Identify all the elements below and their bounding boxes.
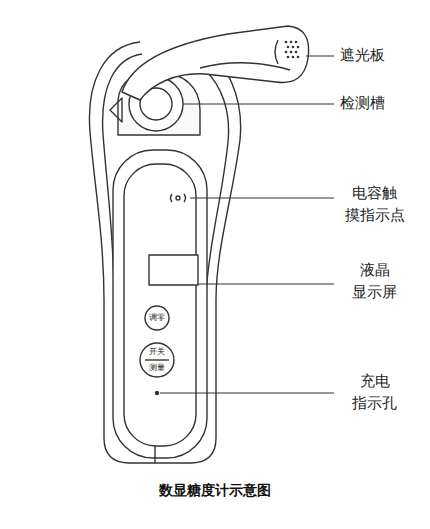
part-label: 检测槽 bbox=[340, 93, 385, 115]
flap-dot bbox=[287, 46, 290, 49]
figure-caption: 数显糖度计示意图 bbox=[0, 482, 430, 500]
leader-line bbox=[160, 393, 334, 394]
housing-outline bbox=[89, 42, 240, 463]
part-label: 充电 指示孔 bbox=[340, 371, 409, 415]
touch-point bbox=[176, 196, 180, 200]
touch-symbol bbox=[171, 194, 186, 202]
part-label: 遮光板 bbox=[340, 45, 385, 67]
flap-dot bbox=[292, 56, 295, 59]
hinge bbox=[110, 98, 122, 122]
flap-edge bbox=[200, 63, 290, 70]
leader-lines bbox=[160, 56, 334, 393]
flap-dots bbox=[285, 41, 300, 59]
flap-dot bbox=[290, 51, 293, 54]
leader-line bbox=[190, 198, 334, 199]
button-divider bbox=[145, 359, 169, 360]
power-button bbox=[140, 343, 174, 377]
inner-panel bbox=[124, 164, 196, 446]
charge-hole bbox=[156, 392, 159, 395]
part-label: 电容触 摸指示点 bbox=[340, 183, 409, 227]
front-panel bbox=[113, 150, 207, 458]
leader-line bbox=[183, 104, 334, 105]
button-label: 开关 bbox=[149, 348, 165, 356]
flap-dot bbox=[295, 41, 298, 44]
leader-line bbox=[198, 284, 334, 285]
bottom-seam bbox=[154, 446, 155, 463]
part-label: 液晶 显示屏 bbox=[340, 260, 409, 304]
flap-dot bbox=[285, 41, 288, 44]
zero-button bbox=[145, 306, 169, 330]
flap-dot bbox=[295, 51, 298, 54]
button-label: 测量 bbox=[149, 364, 165, 372]
flap-dot bbox=[290, 41, 293, 44]
flap-dot bbox=[292, 46, 295, 49]
button-label: 调零 bbox=[149, 314, 165, 322]
shade-flap bbox=[122, 26, 309, 100]
flap-dot bbox=[287, 56, 290, 59]
flap-dot bbox=[297, 56, 300, 59]
lcd-screen bbox=[149, 255, 198, 285]
flap-dot bbox=[297, 46, 300, 49]
flap-grip bbox=[275, 40, 278, 64]
flap-dot bbox=[285, 51, 288, 54]
leader-line bbox=[306, 56, 334, 57]
